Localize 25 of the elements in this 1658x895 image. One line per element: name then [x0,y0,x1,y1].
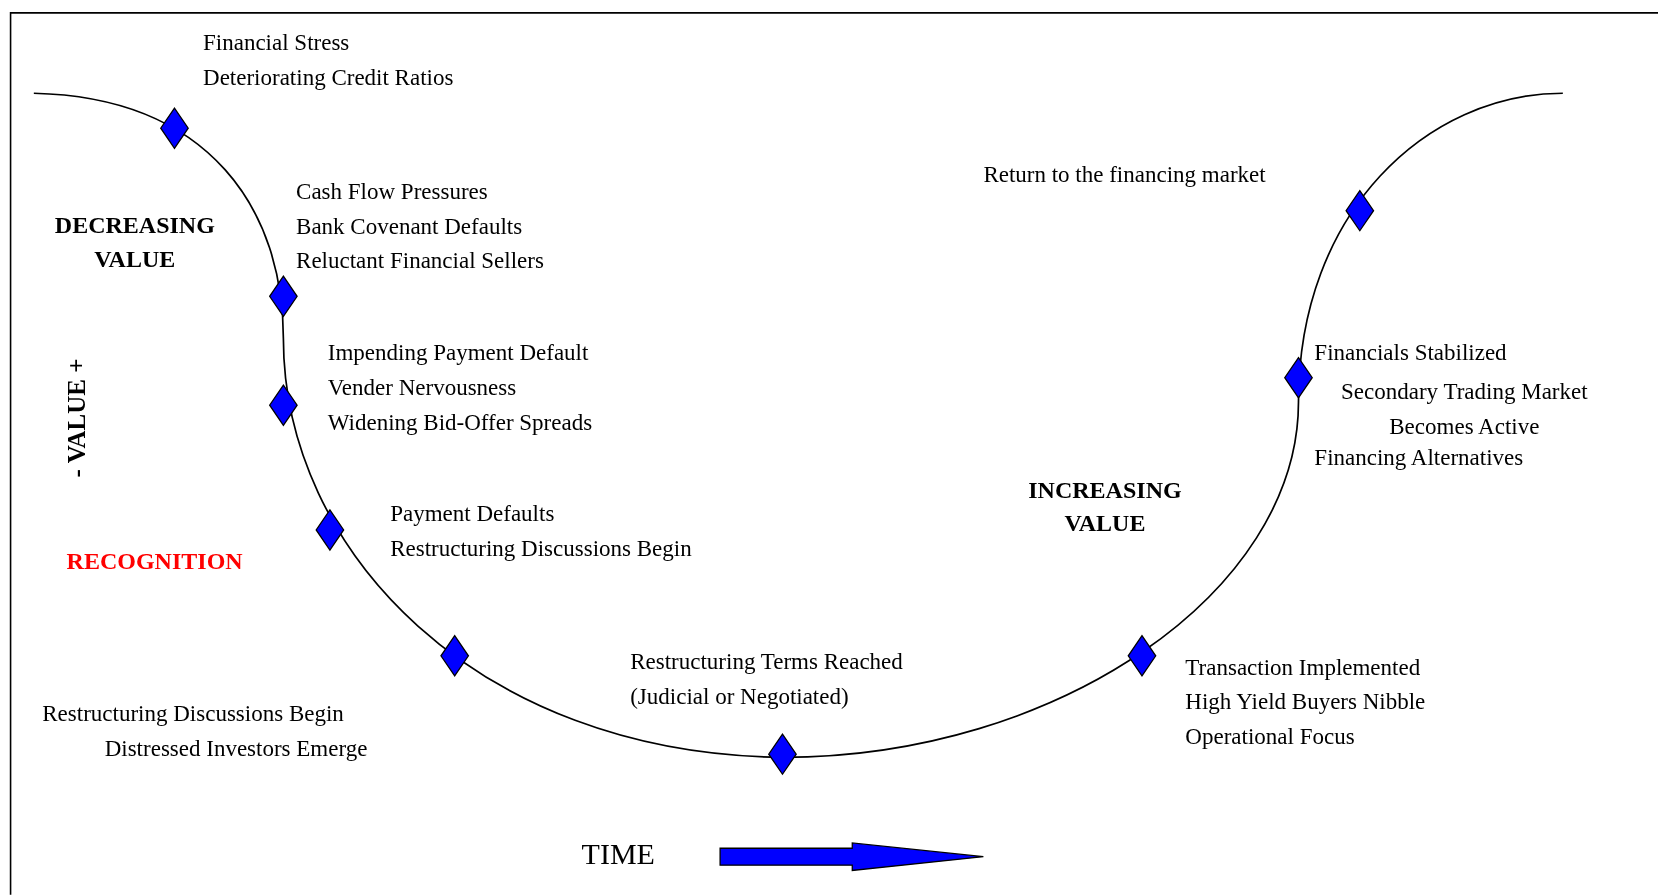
section-heading: INCREASING VALUE [1027,475,1183,539]
curve-label: Restructuring Discussions Begin [390,536,692,563]
curve-label: Restructuring Terms Reached (Judicial or Negotiated) [630,648,904,711]
curve-label: Vender Nervousness [327,375,517,402]
curve-label: Impending Payment Default [327,340,589,367]
axis-label: TIME [581,838,655,869]
curve-label: Reluctant Financial Sellers [296,248,544,275]
curve-label: Widening Bid-Offer Spreads [327,410,593,437]
curve-label: Deteriorating Credit Ratios [203,64,454,91]
curve-label: Financials Stabilized [1314,340,1507,367]
curve-label: High Yield Buyers Nibble [1185,689,1426,716]
curve-label: Operational Focus [1185,724,1355,751]
curve-label: Return to the financing market [983,161,1266,189]
curve-label: Financial Stress [203,29,350,57]
section-heading: RECOGNITION [66,547,243,576]
curve-label: Transaction Implemented [1185,654,1421,681]
curve-label: Payment Defaults [390,501,555,528]
curve-label: Financing Alternatives [1314,445,1524,472]
axis-label: - VALUE + [63,358,89,478]
curve-label: Cash Flow Pressures [296,178,488,206]
curve-label: Secondary Trading Market Becomes Active [1340,378,1589,441]
curve-label: Bank Covenant Defaults [296,213,523,241]
curve-label: Restructuring Discussions Begin [42,701,344,728]
curve-label: Distressed Investors Emerge [104,735,368,763]
section-heading: DECREASING VALUE [53,211,216,274]
